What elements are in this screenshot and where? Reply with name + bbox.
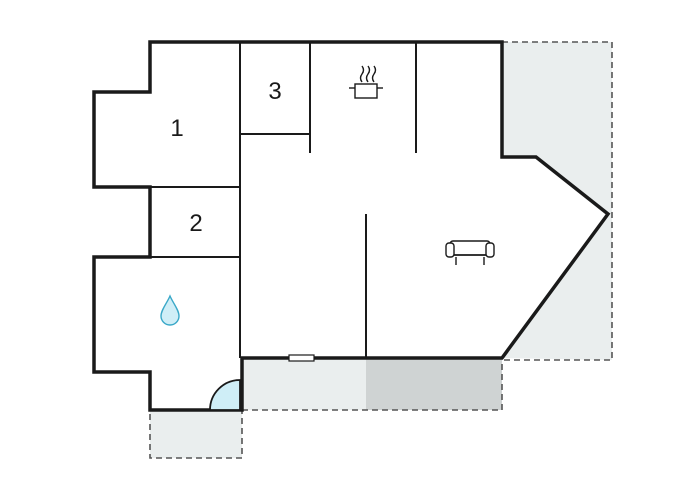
interior-walls bbox=[150, 42, 417, 358]
right-terrace-dashed-outline bbox=[502, 41, 613, 361]
room-label-2: 2 bbox=[189, 210, 202, 237]
room-label-1: 1 bbox=[170, 115, 183, 142]
right-terrace bbox=[502, 42, 612, 360]
water-drop-icon bbox=[160, 294, 180, 326]
room-label-3: 3 bbox=[268, 78, 281, 105]
bottom-terrace-light bbox=[242, 358, 366, 410]
entrance-area bbox=[149, 409, 243, 459]
exterior-walls bbox=[92, 40, 611, 412]
window bbox=[288, 354, 315, 362]
door-swing-icon bbox=[209, 379, 241, 411]
bottom-terrace-dark bbox=[366, 358, 502, 410]
bottom-terrace-dashed-outline bbox=[242, 360, 503, 411]
sofa-icon bbox=[445, 240, 495, 265]
outdoor-areas bbox=[149, 41, 613, 459]
cooking-pot-icon bbox=[349, 65, 383, 99]
